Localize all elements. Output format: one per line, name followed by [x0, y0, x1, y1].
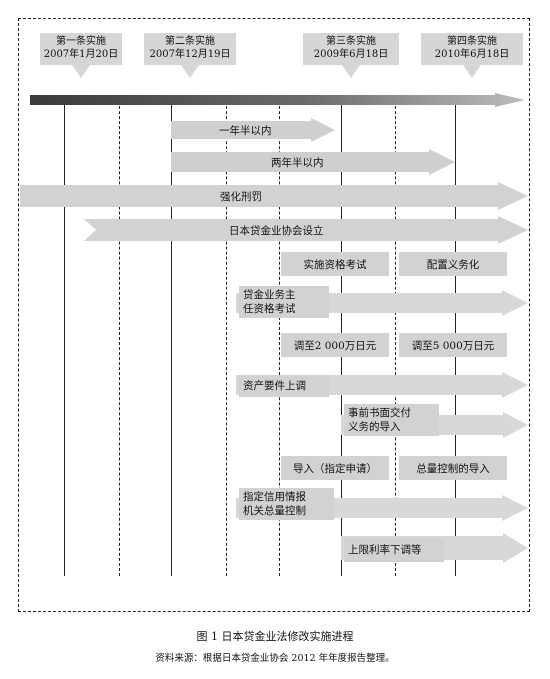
box-qualification-exam: 实施资格考试: [281, 252, 389, 276]
gridline-1: [64, 96, 65, 576]
gridline-4: [226, 96, 227, 576]
diagram-frame: [18, 18, 530, 612]
milestone-2-date: 2007年12月19日: [149, 48, 231, 60]
milestone-4-title: 第四条实施: [447, 36, 497, 47]
gridline-7: [395, 96, 396, 576]
chief-exam-label: 贷金业务主 任资格考试: [239, 286, 329, 318]
milestone-4-label: 第四条实施 2010年6月18日: [421, 33, 523, 65]
milestone-1: 第一条实施 2007年1月20日: [40, 33, 122, 78]
milestone-1-date: 2007年1月20日: [43, 48, 119, 60]
timeline-arrow: [30, 93, 525, 107]
prior-document-label-line1: 事前书面交付: [348, 407, 411, 419]
chief-exam-label-line2: 任资格考试: [243, 303, 296, 315]
gridline-2: [119, 96, 120, 576]
milestone-2: 第二条实施 2007年12月19日: [144, 33, 236, 78]
arrow-association-founded-shape: [84, 216, 528, 244]
chief-exam-label-line1: 贷金业务主: [243, 289, 296, 301]
credit-agency-control-label-line1: 指定信用情报: [243, 491, 306, 503]
arrow-within-1-5-years-shape: [171, 118, 335, 142]
arrow-within-1-5-years: 一年半以内: [171, 118, 335, 142]
figure-caption: 图 1 日本贷金业法修改实施进程: [196, 630, 354, 643]
milestone-1-pointer: [72, 65, 90, 78]
credit-agency-control-label-line2: 机关总量控制: [243, 505, 306, 517]
milestone-1-label: 第一条实施 2007年1月20日: [40, 33, 122, 65]
asset-requirement-label: 资产要件上调: [239, 375, 329, 397]
milestone-4-date: 2010年6月18日: [434, 48, 510, 60]
arrow-stronger-penalties-label: 强化刑罚: [220, 190, 262, 203]
milestone-3-title: 第三条实施: [326, 36, 376, 47]
prior-document-label-line2: 义务的导入: [348, 421, 401, 433]
arrow-within-1-5-years-label: 一年半以内: [219, 124, 272, 137]
box-adjust-50m-yen: 调至5 000万日元: [399, 333, 507, 357]
milestone-3: 第三条实施 2009年6月18日: [303, 33, 399, 78]
milestone-2-title: 第二条实施: [165, 36, 215, 47]
arrow-stronger-penalties: 强化刑罚: [20, 182, 528, 210]
arrow-within-2-5-years: 两年半以内: [171, 149, 455, 175]
arrow-association-founded: 日本贷金业协会设立: [84, 216, 528, 244]
figure-source: 资料来源：根据日本贷金业协会 2012 年年度报告整理。: [155, 653, 395, 664]
milestone-4-pointer: [463, 65, 481, 78]
milestone-2-label: 第二条实施 2007年12月19日: [144, 33, 236, 65]
arrow-within-2-5-years-label: 两年半以内: [271, 156, 324, 169]
prior-document-label: 事前书面交付 义务的导入: [344, 404, 439, 436]
milestone-1-title: 第一条实施: [56, 36, 106, 47]
box-total-volume-control: 总量控制的导入: [399, 456, 507, 480]
milestone-3-label: 第三条实施 2009年6月18日: [303, 33, 399, 65]
box-placement-duty: 配置义务化: [399, 252, 507, 276]
rate-cap-lowered-label: 上限利率下调等: [344, 538, 444, 562]
arrow-stronger-penalties-shape: [20, 182, 528, 210]
milestone-2-pointer: [181, 65, 199, 78]
gridline-5: [279, 96, 280, 576]
box-introduce-designated-application: 导入（指定申请）: [281, 456, 389, 480]
milestone-3-date: 2009年6月18日: [313, 48, 389, 60]
credit-agency-control-label: 指定信用情报 机关总量控制: [239, 488, 334, 520]
gridline-3: [171, 96, 172, 576]
arrow-within-2-5-years-shape: [171, 149, 455, 175]
box-adjust-20m-yen: 调至2 000万日元: [281, 333, 389, 357]
milestone-4: 第四条实施 2010年6月18日: [421, 33, 523, 78]
milestone-3-pointer: [342, 65, 360, 78]
arrow-association-founded-label: 日本贷金业协会设立: [229, 224, 324, 237]
